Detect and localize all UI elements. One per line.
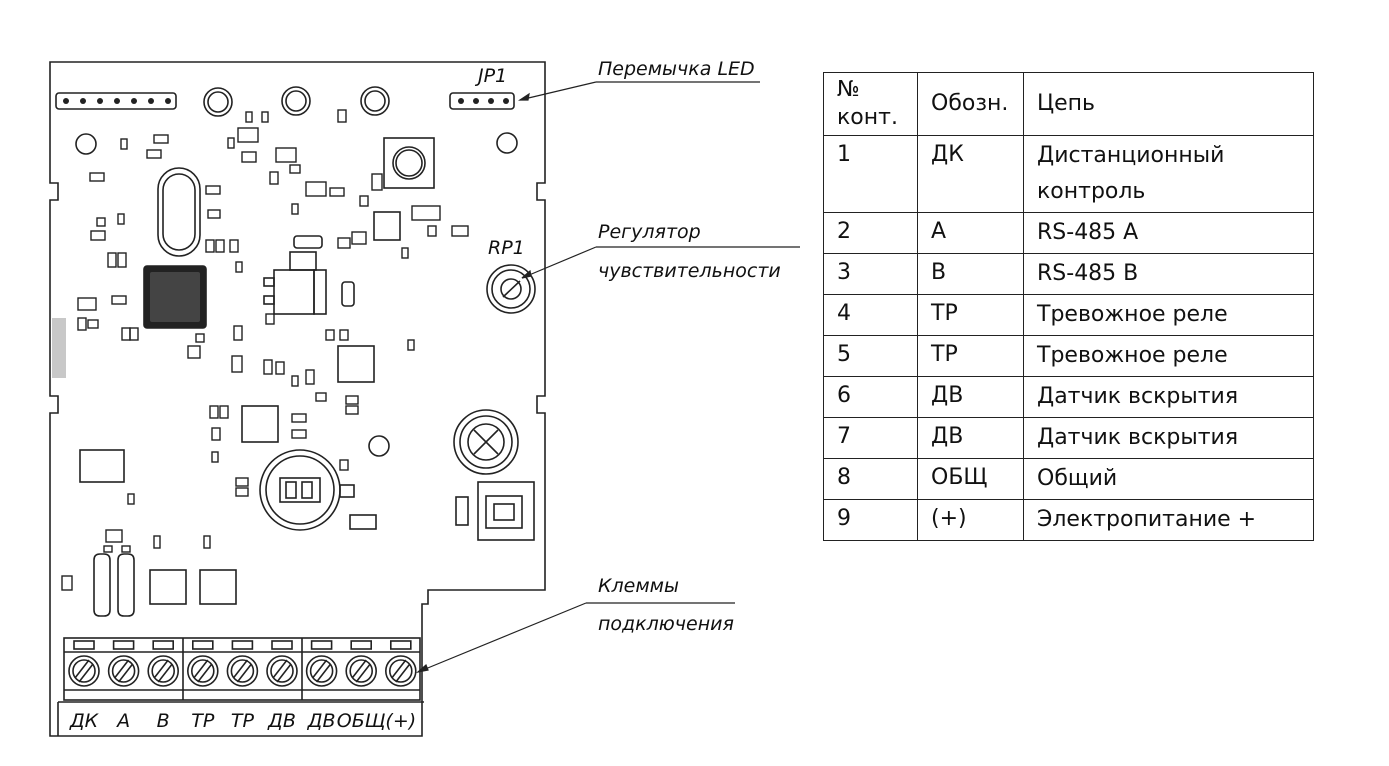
terminals-label-line2: подключения: [598, 613, 734, 635]
cell-circuit: Дистанционный контроль: [1023, 135, 1314, 213]
soic-chips: [79, 211, 401, 483]
cell-code: ОБЩ: [917, 458, 1024, 500]
smd-components: [61, 109, 469, 591]
mcu-chip: [143, 265, 207, 329]
cell-num: 1: [823, 135, 918, 213]
terminal-clamp: [350, 640, 373, 650]
terminal-label: ДК: [69, 710, 100, 732]
cell-circuit: Тревожное реле: [1023, 335, 1314, 377]
terminal-clamp: [192, 640, 214, 650]
table-row: 9(+)Электропитание +: [823, 499, 1314, 541]
capacitor: [341, 281, 355, 307]
cell-circuit: Датчик вскрытия: [1023, 417, 1314, 459]
push-button: [383, 137, 435, 189]
cell-code: ДВ: [917, 376, 1024, 418]
terminal-screw: [147, 655, 179, 687]
terminal-clamp: [231, 640, 254, 650]
terminal-screw: [187, 655, 219, 687]
jp1-jumper: [449, 92, 515, 110]
board-outline: [49, 61, 546, 737]
terminal-screw: [305, 655, 338, 687]
cell-code: (+): [917, 499, 1024, 541]
terminals-label-line1: Клеммы: [598, 575, 679, 597]
cell-code: ДВ: [917, 417, 1024, 459]
jp1-label: JP1: [474, 65, 507, 87]
crystal: [157, 167, 201, 257]
table-header-row: № конт. Обозн. Цепь: [823, 72, 1314, 136]
voltage-regulator: [263, 251, 327, 315]
cell-circuit: RS-485 A: [1023, 212, 1314, 254]
terminal-screw: [68, 655, 100, 687]
side-grey-strip: [52, 318, 66, 378]
tamper-switch: [455, 481, 535, 541]
terminal-label: ТР: [191, 710, 215, 732]
cell-num: 2: [823, 212, 918, 254]
terminal-clamp: [389, 640, 412, 650]
cell-num: 5: [823, 335, 918, 377]
terminal-label: (+): [385, 710, 416, 732]
terminal-screw: [345, 655, 378, 687]
terminal-clamp: [112, 640, 135, 650]
rp1-trimmer: [486, 264, 536, 314]
terminal-screw: [384, 655, 417, 687]
terminal-clamp: [73, 640, 95, 650]
header-num: № конт.: [823, 72, 918, 136]
terminal-label: ТР: [231, 710, 255, 732]
cell-circuit: Тревожное реле: [1023, 294, 1314, 336]
header-circuit: Цепь: [1023, 72, 1314, 136]
terminal-label: ДВ: [267, 710, 296, 732]
terminal-screw: [107, 655, 140, 687]
cell-circuit: RS-485 B: [1023, 253, 1314, 295]
cell-circuit: Общий: [1023, 458, 1314, 500]
mounting-holes: [75, 132, 518, 457]
cell-num: 3: [823, 253, 918, 295]
terminal-label: A: [115, 710, 130, 732]
callout-leaders: [415, 81, 800, 674]
terminal-screw: [226, 655, 259, 687]
cell-num: 4: [823, 294, 918, 336]
buzzer: [453, 409, 519, 475]
terminal-clamp: [271, 640, 293, 650]
cell-code: ТР: [917, 335, 1024, 377]
cell-num: 9: [823, 499, 918, 541]
terminal-label: B: [157, 710, 170, 732]
cell-num: 8: [823, 458, 918, 500]
terminal-label: ДВ: [307, 710, 336, 732]
cell-code: А: [917, 212, 1024, 254]
cell-circuit: Датчик вскрытия: [1023, 376, 1314, 418]
led-indicators: [203, 86, 390, 117]
regulator-label-line2: чувствительности: [598, 260, 781, 282]
header-code: Обозн.: [917, 72, 1024, 136]
cell-num: 6: [823, 376, 918, 418]
led-jumper-label: Перемычка LED: [598, 58, 755, 80]
round-sensor: [259, 449, 355, 531]
cell-circuit: Электропитание +: [1023, 499, 1314, 541]
terminal-clamp: [310, 640, 333, 650]
terminal-screw: [266, 655, 298, 687]
relays: [93, 514, 377, 617]
regulator-label-line1: Регулятор: [598, 221, 701, 243]
pin-header-left: [55, 92, 177, 110]
cell-code: В: [917, 253, 1024, 295]
cell-code: ТР: [917, 294, 1024, 336]
terminal-label: ОБЩ: [337, 710, 386, 732]
cell-num: 7: [823, 417, 918, 459]
terminal-clamp: [152, 640, 174, 650]
rp1-label: RP1: [488, 237, 525, 259]
cell-code: ДК: [917, 135, 1024, 213]
